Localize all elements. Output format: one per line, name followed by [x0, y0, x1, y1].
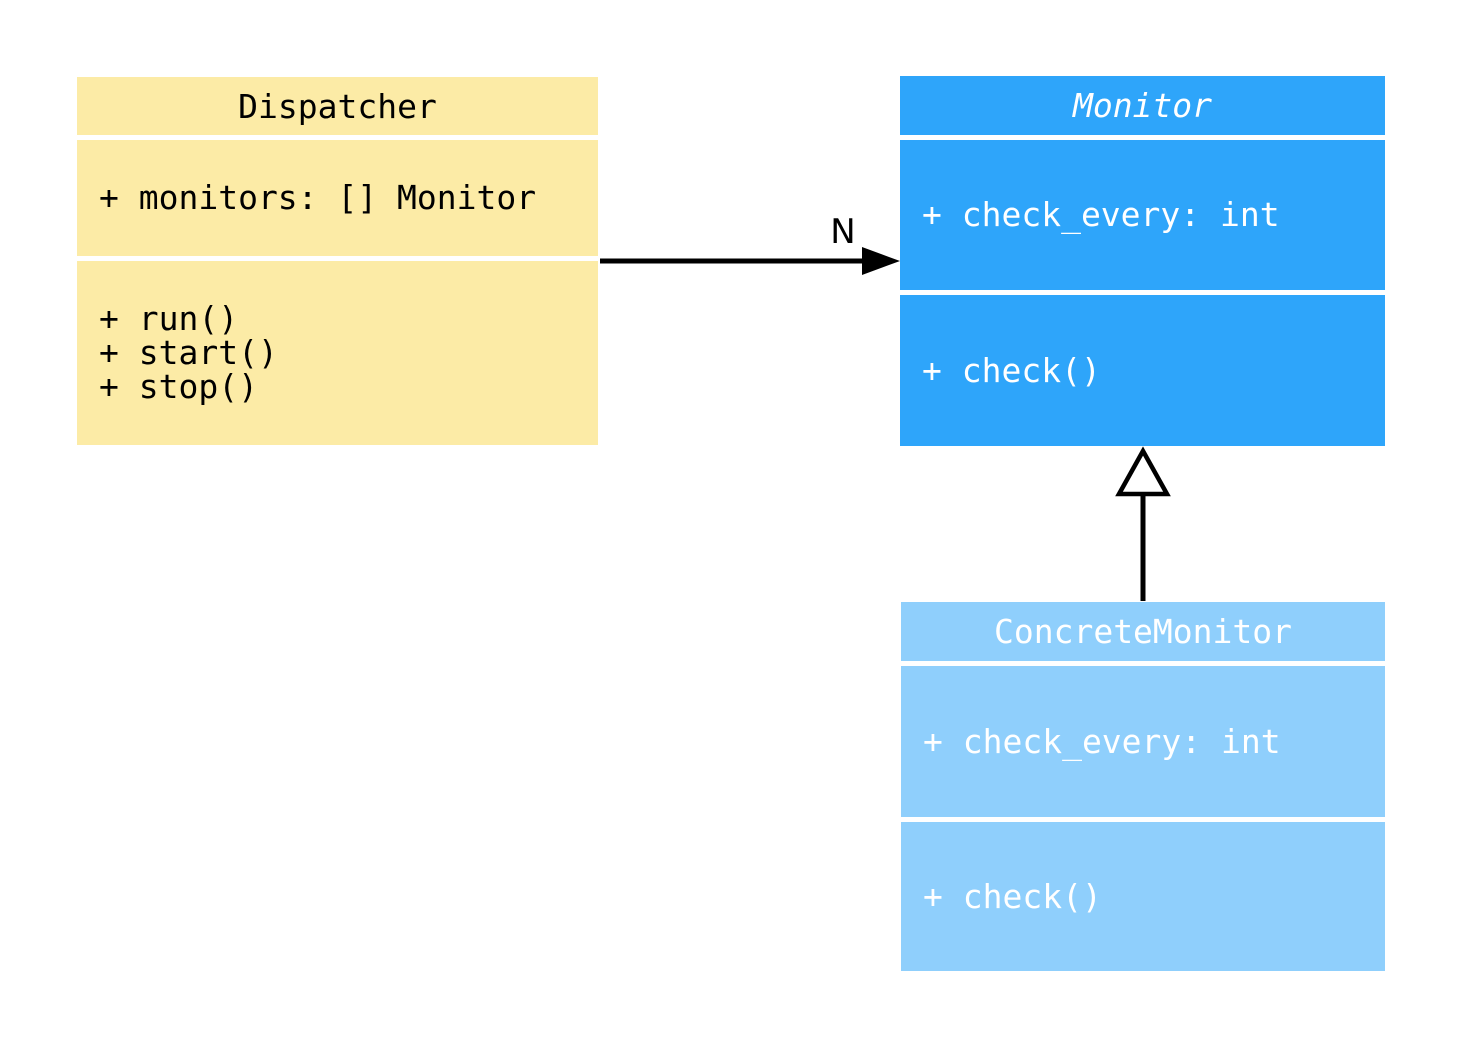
class-method: + check() — [923, 876, 1102, 916]
class-method: + stop() — [99, 367, 258, 406]
association-arrow-dispatcher-to-monitor: N — [600, 212, 900, 275]
class-method: + check() — [922, 350, 1101, 390]
class-attribute: + check_every: int — [922, 195, 1280, 234]
class-method: + run() — [99, 299, 239, 338]
class-attributes-compartment: + monitors: [] Monitor — [77, 140, 598, 256]
class-methods-compartment: + check() — [900, 295, 1385, 446]
class-title: Monitor — [900, 76, 1385, 135]
class-node-concrete-monitor: ConcreteMonitor + check_every: int + che… — [901, 602, 1385, 971]
class-attributes-compartment: + check_every: int — [900, 140, 1385, 290]
class-title: Dispatcher — [77, 77, 598, 135]
class-node-monitor: Monitor + check_every: int + check() — [900, 76, 1385, 446]
class-methods-compartment: + check() — [901, 822, 1385, 971]
class-attributes-compartment: + check_every: int — [901, 666, 1385, 817]
generalization-hollow-triangle-icon — [1115, 446, 1171, 497]
class-methods-compartment: + run() + start() + stop() — [77, 261, 598, 445]
generalization-arrow-concretemonitor-to-monitor — [1115, 446, 1171, 601]
class-node-dispatcher: Dispatcher + monitors: [] Monitor + run(… — [77, 77, 598, 445]
class-attribute: + monitors: [] Monitor — [99, 178, 537, 217]
class-method: + start() — [99, 333, 278, 372]
class-title: ConcreteMonitor — [901, 602, 1385, 661]
association-arrowhead-icon — [862, 247, 900, 275]
class-attribute: + check_every: int — [923, 721, 1281, 761]
association-multiplicity-label: N — [830, 212, 855, 252]
